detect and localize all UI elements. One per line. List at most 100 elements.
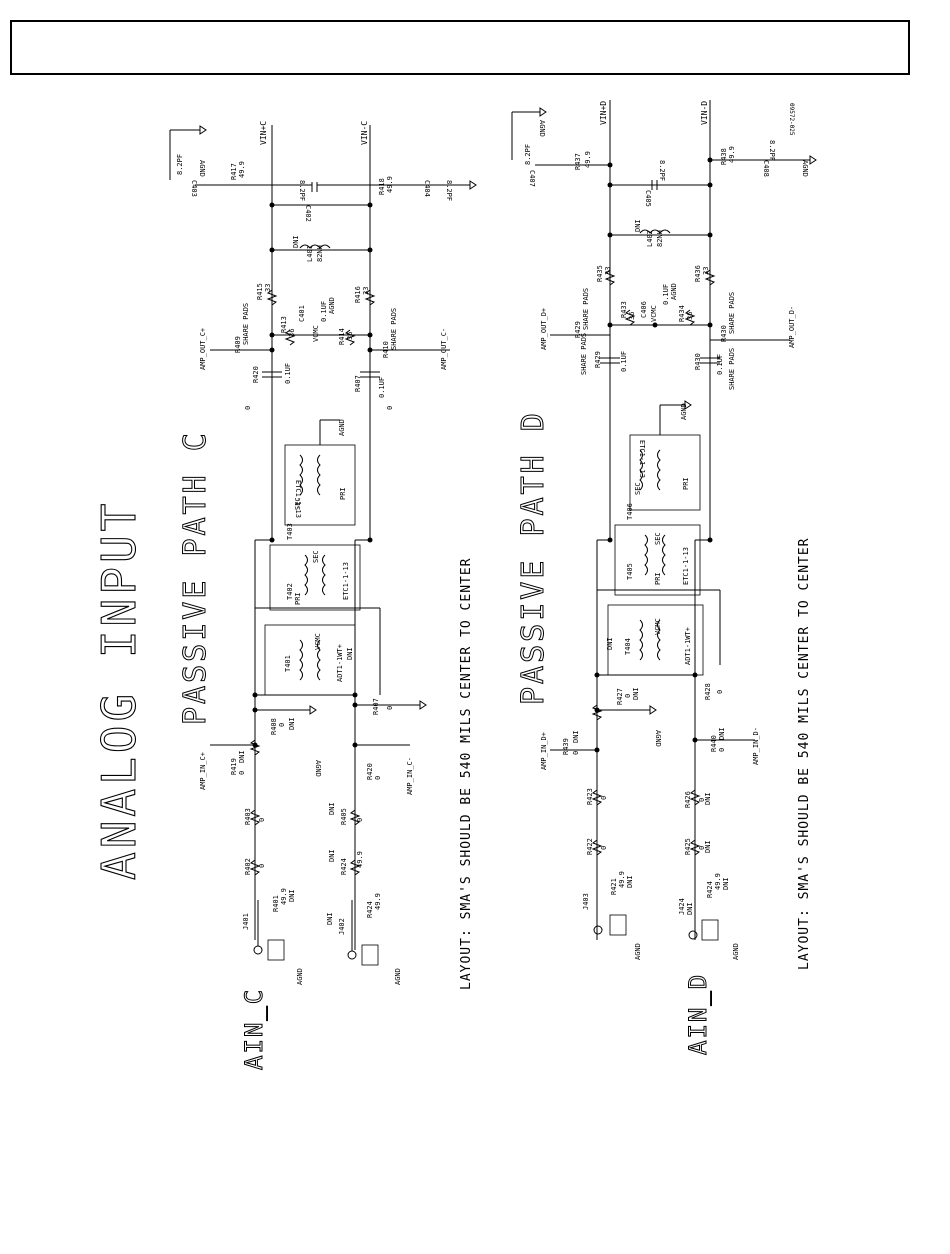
r429-ref: R429	[594, 351, 602, 368]
agnd-d-1: AGND	[538, 120, 546, 137]
r426-dni: DNI	[704, 792, 712, 805]
r405-dni: DNI	[328, 849, 336, 862]
r406-val: 0	[356, 818, 364, 822]
r438-ref: R438	[720, 148, 728, 165]
t402-ref: T402	[286, 583, 294, 600]
l401-val: 82NH	[316, 245, 324, 262]
agnd-d-2: AGND	[801, 160, 809, 177]
r411-ref: R409	[234, 336, 242, 353]
r421-val: 49.9	[618, 871, 626, 888]
r422-ref: R422	[586, 838, 594, 855]
c402-val: 8.2PF	[298, 180, 306, 201]
r423-val: 0	[600, 796, 608, 800]
j402-dni: DNI	[326, 912, 334, 925]
c408-ref: C408	[762, 160, 770, 177]
c401-val: 0.1UF	[320, 301, 328, 322]
r440-ref: R440	[710, 735, 718, 752]
c403-ref: C403	[190, 180, 198, 197]
agnd-c-1: AGND	[198, 160, 206, 177]
r416-val: 33	[362, 287, 370, 295]
t405-pri: PRI	[654, 572, 662, 585]
figure-id: 09572-025	[788, 103, 795, 136]
t401-tap: VCMC	[314, 633, 322, 650]
agnd-c-4: AGND	[314, 760, 322, 777]
r401-ref: R401	[272, 895, 280, 912]
r437-val: 49.9	[584, 151, 592, 168]
r408-val: 0	[278, 723, 286, 727]
r430-val: SHARE PADS	[728, 348, 736, 390]
r419-val: 0	[238, 771, 246, 775]
j401-ref: J401	[242, 913, 250, 930]
net-amp-in-neg-d: AMP_IN_D-	[752, 727, 760, 765]
r429-val: SHARE PADS	[580, 333, 588, 375]
path-d-wiring	[511, 100, 817, 941]
r439-ref: R439	[562, 738, 570, 755]
net-vin-neg-d: VIN-D	[700, 101, 709, 125]
t406-part: ETC1-1-13	[638, 440, 646, 478]
net-amp-in-pos-d: AMP_IN_D+	[540, 732, 548, 770]
t405-ref: T405	[626, 563, 634, 580]
path-c-wiring	[169, 125, 477, 966]
path-c-ain-label: AIN_C	[240, 988, 268, 1070]
agnd-c-2: AGND	[328, 297, 336, 314]
r427-ref: R427	[616, 688, 624, 705]
t401-tap-c: VCMC	[312, 325, 320, 342]
r406-dni: DNI	[328, 802, 336, 815]
path-d-labels: VIN+D VIN-D AMP_OUT_D+ AMP_OUT_D- AMP_IN…	[524, 101, 809, 960]
r420-val: 0	[374, 776, 382, 780]
c406-ref: C406	[640, 301, 648, 318]
path-d-layout-note: LAYOUT: SMA'S SHOULD BE 540 MILS CENTER …	[797, 537, 812, 970]
t403-sec: SEC	[294, 497, 302, 510]
r426-ref: R426	[684, 791, 692, 808]
r421-ref: R421	[610, 878, 618, 895]
r402-ref: R402	[244, 858, 252, 875]
agnd-d-5: AGND	[654, 730, 662, 747]
r425-val: 0	[698, 846, 706, 850]
t404-dni: DNI	[606, 637, 614, 650]
t401-part: ADT1-1WT+	[336, 644, 344, 682]
c410-val: 0.1UF	[378, 377, 386, 398]
c405-val: 8.2PF	[658, 160, 666, 181]
r440-dni: DNI	[718, 727, 726, 740]
r402-val: 0	[258, 864, 266, 868]
r416-ref: R416	[354, 286, 362, 303]
r401-val: 49.9	[280, 888, 288, 905]
l402-dni: DNI	[634, 219, 642, 232]
path-c-layout-note: LAYOUT: SMA'S SHOULD BE 540 MILS CENTER …	[459, 557, 474, 990]
agnd-d-7: AGND	[732, 943, 740, 960]
r403-ref: R403	[244, 808, 252, 825]
r428-val: 0	[716, 690, 724, 694]
j424-ref: J424	[678, 898, 686, 915]
t401-dni: DNI	[346, 647, 354, 660]
r418-ref: R418	[378, 178, 386, 195]
r435-val: 33	[604, 267, 612, 275]
r427-val: 0	[624, 694, 632, 698]
r419-ref: R419	[230, 758, 238, 775]
c406-val: 0.1UF	[662, 284, 670, 305]
r425-dni: DNI	[704, 840, 712, 853]
net-amp-out-neg-c: AMP_OUT_C-	[440, 328, 448, 370]
net-vin-pos-d: VIN+D	[599, 101, 608, 125]
t401-ref: T401	[284, 655, 292, 672]
r406-ref: R405	[340, 808, 348, 825]
r438-val: 49.9	[728, 146, 736, 163]
r428-ref: R428	[704, 683, 712, 700]
agnd-c-6: AGND	[394, 968, 402, 985]
c405-ref: C405	[644, 190, 652, 207]
c429-val: 0.1UF	[620, 351, 628, 372]
r405-val: 49.9	[356, 851, 364, 868]
r421-dni: DNI	[626, 875, 634, 888]
path-c-title: PASSIVE PATH C	[178, 430, 213, 725]
r407-ref: R407	[372, 698, 380, 715]
r403-val: 0	[258, 818, 266, 822]
r414-val: 36	[346, 332, 354, 340]
r418-val: 49.9	[386, 176, 394, 193]
r410-val: 0	[386, 406, 394, 410]
r408-ref: R408	[270, 718, 278, 735]
r424-dni-d: DNI	[722, 877, 730, 890]
t402-pri: PRI	[294, 592, 302, 605]
t403-pri: PRI	[339, 487, 347, 500]
r409-val: 0	[244, 406, 252, 410]
r412-val: SHARE PADS	[390, 308, 398, 350]
l402-ref: L402	[646, 230, 654, 247]
